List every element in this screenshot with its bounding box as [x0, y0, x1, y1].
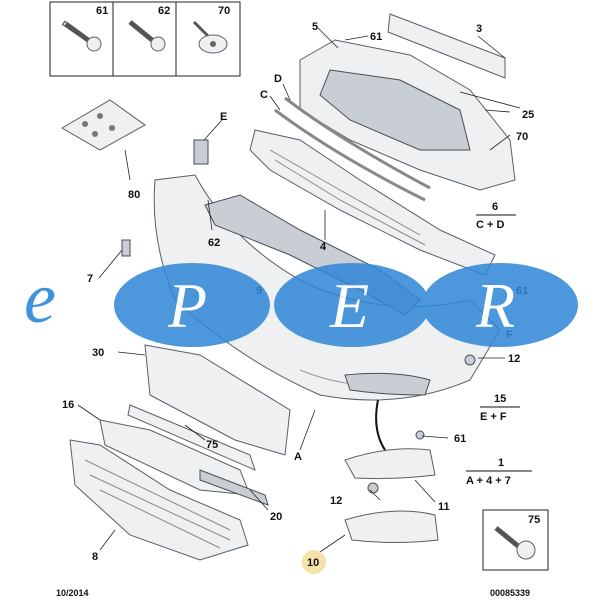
callout-75: 75 [206, 439, 218, 451]
part-5-front-panel [299, 39, 516, 191]
screw-12-upper [464, 354, 476, 366]
group-1: 1 A + 4 + 7 [466, 457, 532, 487]
footer-date: 10/2014 [56, 588, 89, 598]
callout-e: E [220, 111, 227, 123]
group-1-ref: 1 [498, 457, 504, 469]
part-a-bumper-cover [153, 174, 501, 401]
watermark-letter-e2: E [329, 270, 369, 341]
part-3-absorber [387, 13, 506, 79]
part-8-lower-grille [69, 439, 249, 561]
group-6-ref: 6 [492, 201, 498, 213]
watermark-letter-r: R [475, 270, 515, 341]
fastener-box-group: 61 62 70 [49, 1, 241, 77]
callout-16: 16 [62, 399, 74, 411]
callout-7: 7 [87, 273, 93, 285]
group-15-ref: 15 [494, 393, 506, 405]
group-6-contents: C + D [476, 219, 504, 231]
callout-c: C [260, 89, 268, 101]
fastener-ref-75: 75 [528, 514, 540, 526]
screw-12-lower [367, 482, 379, 494]
screw-61-icon [61, 20, 102, 52]
fastener-ref-61: 61 [96, 5, 108, 17]
bolt-75-icon [516, 540, 536, 560]
part-10-lamp-trim [344, 510, 439, 543]
fastener-ref-62: 62 [158, 5, 170, 17]
callout-30: 30 [92, 347, 104, 359]
callout-12-lower: 12 [330, 495, 342, 507]
callout-12-upper: 12 [508, 353, 520, 365]
clip-70-icon [192, 20, 228, 54]
part-11-lamp-trim [344, 448, 436, 480]
part-80-fixing-kit [61, 99, 146, 151]
part-75-strip [127, 404, 256, 471]
watermark-letter-p: P [167, 270, 207, 341]
fastener-box-75: 75 [482, 509, 549, 571]
callout-20: 20 [270, 511, 282, 523]
callout-4: 4 [320, 241, 327, 253]
callout-labels: 3 4 5 61 25 70 E D C 80 62 7 9 61 F 12 3… [62, 21, 534, 574]
screw-62-icon [128, 20, 166, 52]
bracket-e [193, 139, 209, 165]
part-25-strip [459, 91, 521, 109]
watermark-letter-e: e [24, 258, 56, 338]
strip-d [284, 96, 431, 190]
callout-70: 70 [516, 131, 528, 143]
callout-8: 8 [92, 551, 98, 563]
callout-3: 3 [476, 23, 482, 35]
eper-watermark: e P E R [24, 258, 578, 347]
callout-5: 5 [312, 21, 318, 33]
part-20-strip [199, 469, 269, 506]
callout-10: 10 [307, 557, 319, 569]
callout-a: A [294, 451, 302, 463]
group-15: 15 E + F [480, 393, 520, 423]
footer-code: 00085339 [490, 588, 530, 598]
callout-61-lower: 61 [454, 433, 466, 445]
callout-80: 80 [128, 189, 140, 201]
group-6: 6 C + D [476, 201, 516, 231]
group-15-contents: E + F [480, 411, 507, 423]
callout-61-top: 61 [370, 31, 382, 43]
part-7-clip [121, 239, 131, 257]
callout-11: 11 [438, 501, 450, 513]
part-30-lower-absorber [144, 344, 291, 456]
screw-61-lower [415, 430, 425, 440]
callout-d: D [274, 73, 282, 85]
fastener-ref-70: 70 [218, 5, 230, 17]
callout-10-highlight [302, 550, 326, 574]
group-1-contents: A + 4 + 7 [466, 475, 511, 487]
callout-62: 62 [208, 237, 220, 249]
callout-25: 25 [522, 109, 534, 121]
strip-c [274, 108, 426, 202]
leader-lines [77, 27, 511, 553]
